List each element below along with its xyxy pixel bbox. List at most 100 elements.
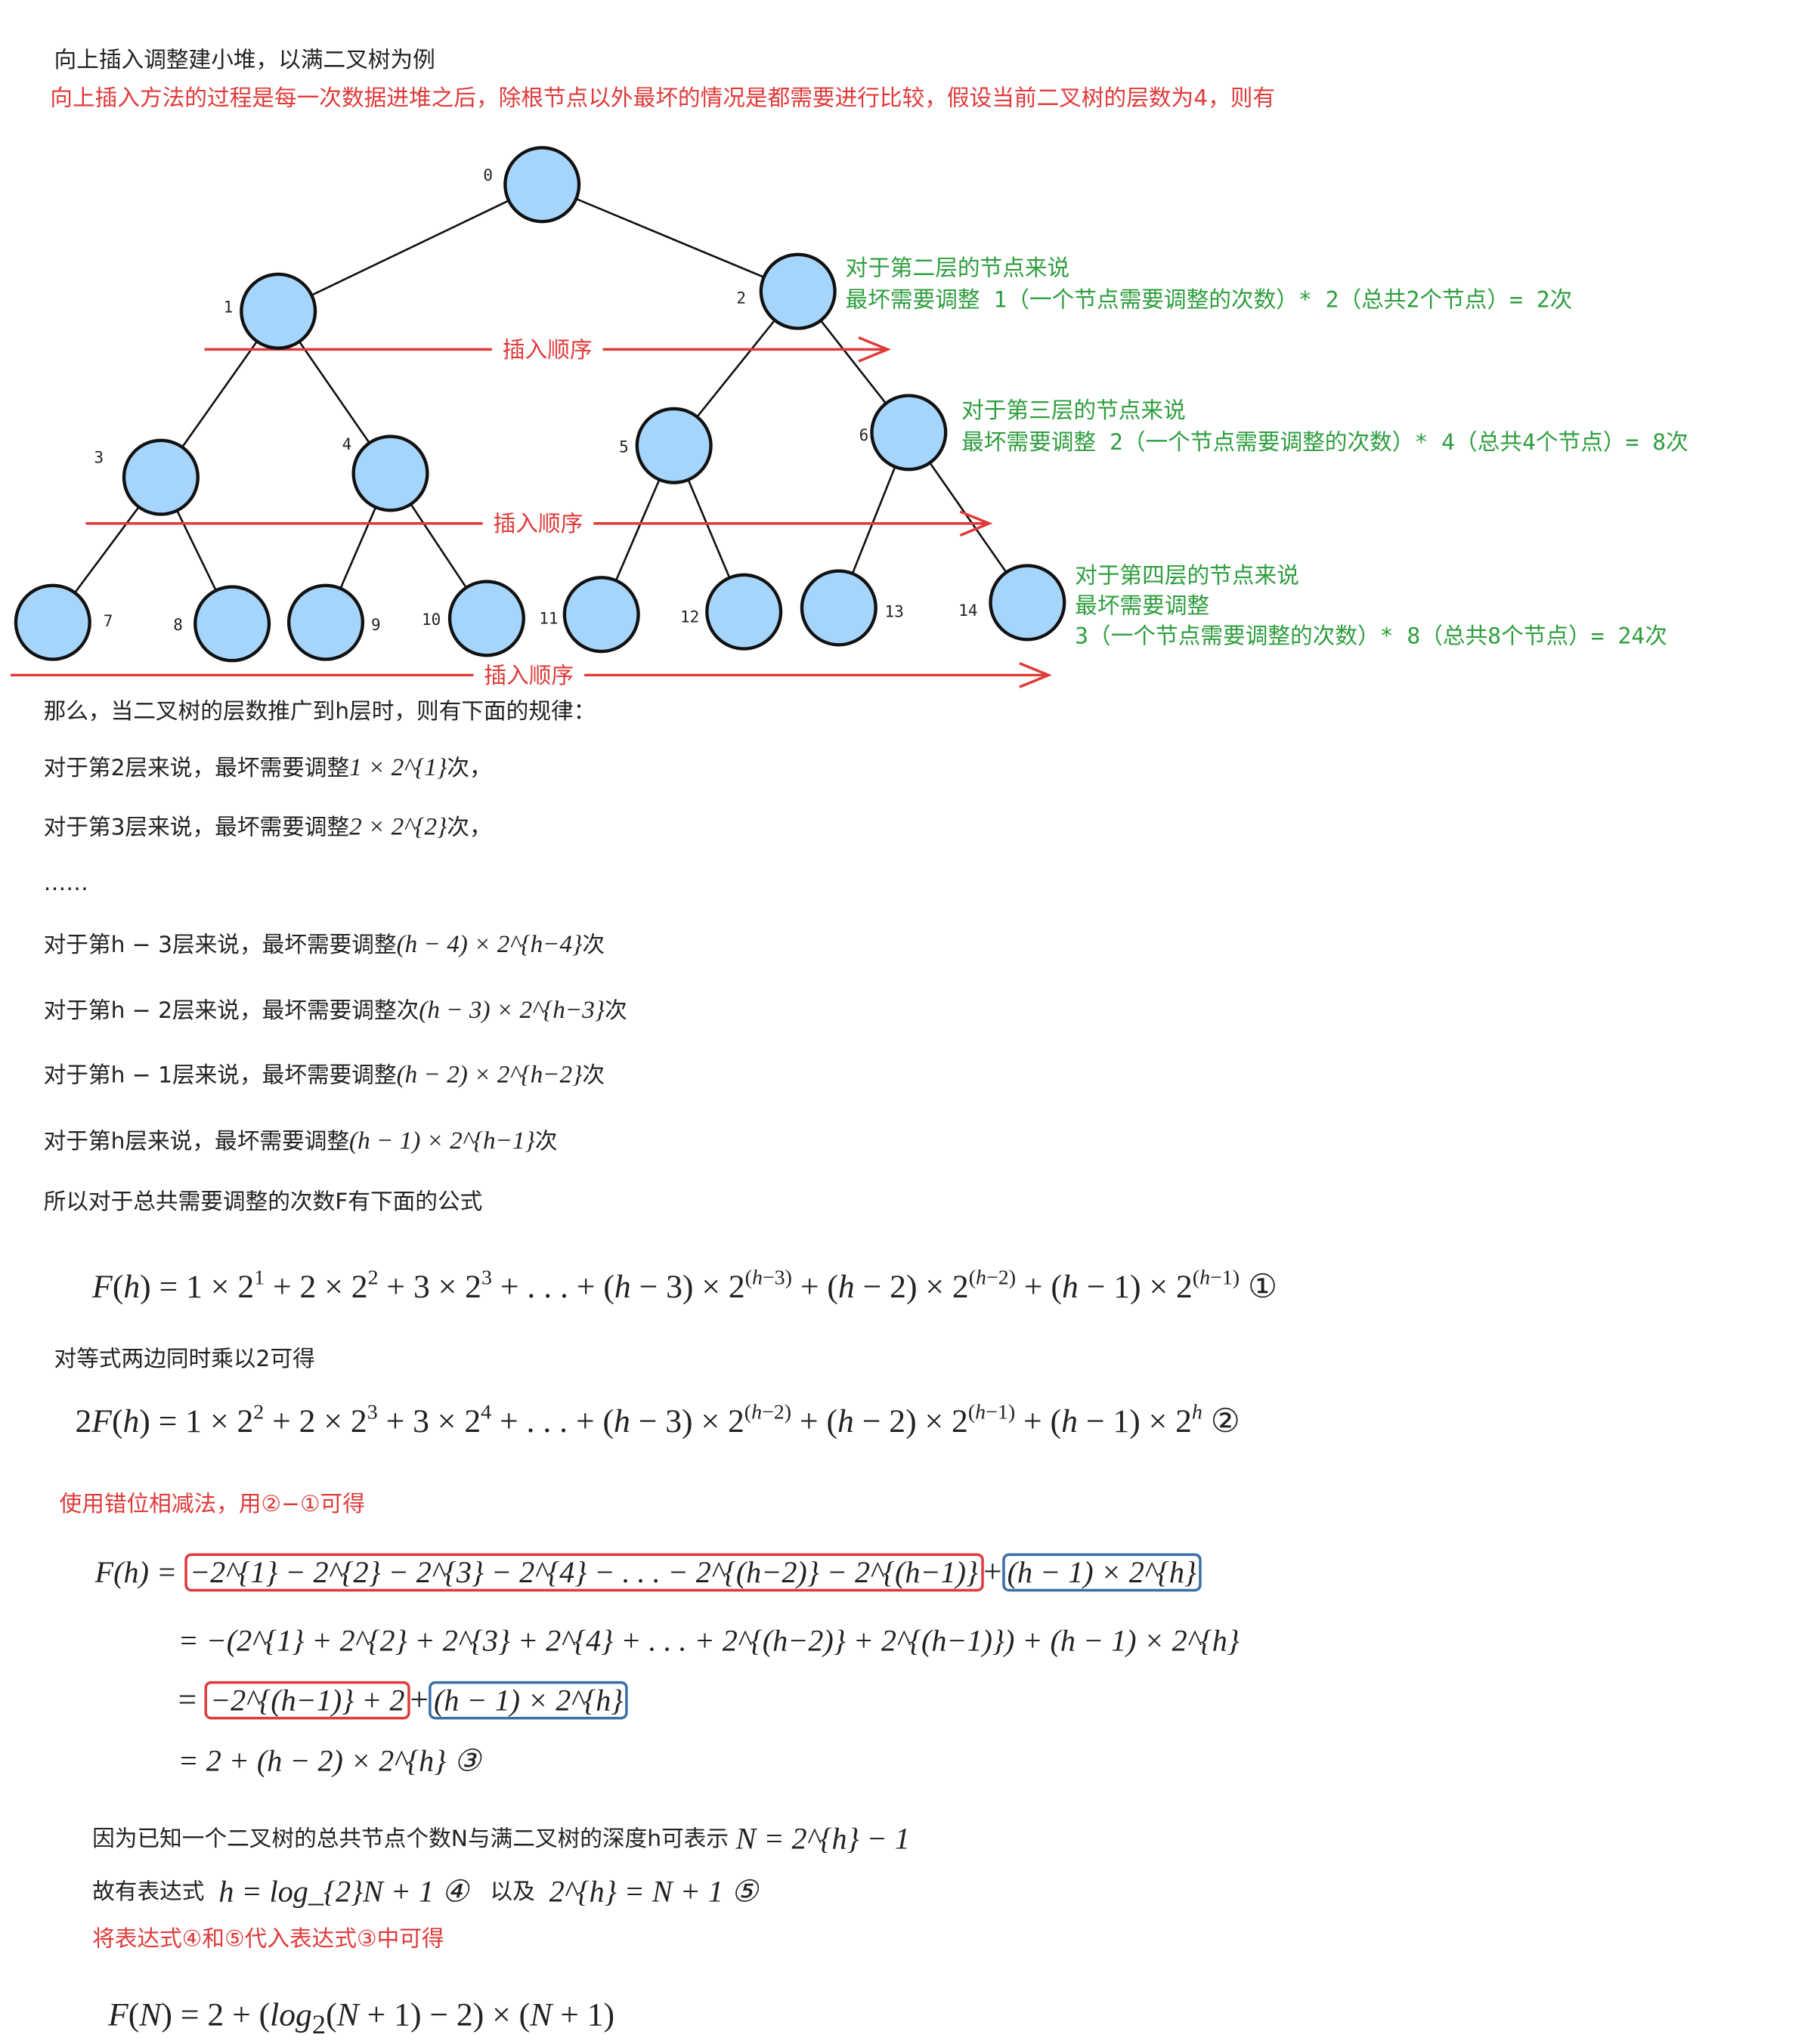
level3-annotation-title: 对于第三层的节点来说 [961, 397, 1186, 425]
node-label: 13 [885, 603, 904, 621]
tree-edge [277, 184, 543, 312]
hence-text: 故有表达式 [92, 1879, 205, 1906]
red-box-result: −2^{(h−1)} + 2 [205, 1681, 410, 1720]
node-label: 4 [342, 435, 352, 453]
insertion-order-label: 插入顺序 [494, 510, 583, 537]
rule-text: 对于第h − 1层来说，最坏需要调整 [43, 1062, 397, 1090]
plus-sign: + [410, 1682, 429, 1718]
tree-node [503, 146, 581, 224]
rule-suffix: 次 [582, 1062, 605, 1090]
insertion-order-label: 插入顺序 [484, 662, 574, 688]
node-label: 3 [94, 448, 104, 466]
level4-annotation-line2: 最坏需要调整 [1075, 593, 1210, 620]
tree-node [989, 564, 1066, 642]
node-label: 14 [958, 601, 977, 620]
rule-math: 2 × 2^{2} [349, 813, 447, 842]
tree-node [286, 583, 365, 661]
node-label: 7 [104, 612, 113, 630]
rule-line: 对于第h − 1层来说，最坏需要调整(h − 2) × 2^{h−2}次 [43, 1061, 605, 1090]
rule-math: (h − 3) × 2^{h−3} [419, 997, 605, 1025]
substitute-note: 将表达式④和⑤代入表达式③中可得 [92, 1926, 444, 1953]
tree-node [562, 576, 640, 654]
level2-annotation-detail: 最坏需要调整 1（一个节点需要调整的次数）* 2（总共2个节点）= 2次 [845, 287, 1573, 314]
rule-text: 对于第2层来说，最坏需要调整 [43, 755, 350, 782]
hence-math-1: h = log_{2}N + 1 ④ [218, 1875, 469, 1909]
rule-suffix: 次， [447, 755, 492, 782]
tree-node [870, 394, 948, 472]
final-formula: F(N) = 2 + (log2(N + 1) − 2) × (N + 1) [108, 1997, 615, 2040]
rule-line: …… [44, 870, 88, 897]
rule-suffix: 次 [534, 1128, 558, 1155]
rule-text: 对于第3层来说，最坏需要调整 [43, 815, 350, 842]
equation-2: 2F(h) = 1 × 22 + 2 × 23 + 3 × 24 + . . .… [75, 1401, 1240, 1440]
insertion-order-label: 插入顺序 [503, 336, 593, 363]
derivation-line-4: = 2 + (h − 2) × 2^{h} ③ [178, 1744, 481, 1778]
derivation-lhs: F(h) = [94, 1556, 185, 1589]
node-label: 5 [619, 438, 629, 456]
node-label: 0 [483, 166, 493, 184]
red-box-sum: −2^{1} − 2^{2} − 2^{3} − 2^{4} − . . . −… [184, 1553, 984, 1592]
rule-line: 对于第h − 3层来说，最坏需要调整(h − 4) × 2^{h−4}次 [44, 932, 605, 959]
intro-title: 向上插入调整建小堆，以满二叉树为例 [54, 47, 435, 74]
rule-math: 1 × 2^{1} [349, 754, 447, 782]
tree-node [759, 252, 837, 330]
known-relation: 因为已知一个二叉树的总共节点个数N与满二叉树的深度h可表示 N = 2^{h} … [92, 1817, 910, 1857]
node-label: 2 [736, 289, 746, 307]
hence-relation: 故有表达式 h = log_{2}N + 1 ④ 以及 2^{h} = N + … [92, 1869, 758, 1909]
rule-text: …… [43, 870, 88, 897]
tree-node [447, 580, 525, 657]
tree-node [122, 438, 200, 516]
arrow-head-icon [858, 336, 891, 363]
tree-node [705, 573, 783, 651]
level3-annotation-detail: 最坏需要调整 2（一个节点需要调整的次数）* 4（总共4个节点）= 8次 [961, 429, 1688, 456]
plus-sign: + [983, 1554, 1002, 1591]
node-label: 6 [859, 426, 869, 444]
tree-node [14, 583, 91, 661]
tree-node [800, 569, 878, 647]
tree-node [351, 434, 429, 512]
derivation-line-1: F(h) = −2^{1} − 2^{2} − 2^{3} − 2^{4} − … [94, 1553, 1202, 1593]
level2-annotation-title: 对于第二层的节点来说 [845, 255, 1070, 283]
known-text: 因为已知一个二叉树的总共节点个数N与满二叉树的深度h可表示 [92, 1826, 729, 1853]
level4-annotation-title: 对于第四层的节点来说 [1075, 563, 1299, 590]
hence-math-2: 2^{h} = N + 1 ⑤ [549, 1875, 758, 1909]
rule-text: 对于第h层来说，最坏需要调整 [43, 1128, 350, 1155]
subtract-note: 使用错位相减法，用②−①可得 [59, 1491, 365, 1518]
node-label: 12 [680, 608, 699, 626]
derivation-line-3: = −2^{(h−1)} + 2+(h − 1) × 2^{h} [178, 1681, 629, 1721]
and-text: 以及 [490, 1879, 535, 1906]
node-label: 9 [371, 616, 381, 634]
rule-math: (h − 1) × 2^{h−1} [349, 1127, 535, 1155]
node-label: 11 [539, 609, 558, 627]
rule-suffix: 次 [605, 997, 627, 1025]
rule-line: 对于第2层来说，最坏需要调整1 × 2^{1}次， [43, 754, 492, 782]
blue-box-term: (h − 1) × 2^{h} [1001, 1553, 1202, 1592]
equation-1: F(h) = 1 × 21 + 2 × 22 + 3 × 23 + . . . … [92, 1266, 1278, 1306]
multiply-note: 对等式两边同时乘以2可得 [54, 1346, 315, 1373]
tree-edge [541, 184, 799, 292]
rule-suffix: 次 [582, 932, 605, 959]
rule-line: 对于第3层来说，最坏需要调整2 × 2^{2}次， [43, 813, 492, 842]
derivation-line-2: = −(2^{1} + 2^{2} + 2^{3} + 2^{4} + . . … [178, 1624, 1240, 1658]
tree-node [635, 407, 713, 484]
rule-text: 对于第h − 3层来说，最坏需要调整 [43, 932, 397, 959]
rule-line: 对于第h层来说，最坏需要调整(h − 1) × 2^{h−1}次 [43, 1127, 558, 1155]
arrow-head-icon [1019, 662, 1052, 688]
formula-intro: 所以对于总共需要调整的次数F有下面的公式 [43, 1189, 483, 1216]
node-label: 8 [173, 616, 183, 634]
equals-sign: = [178, 1682, 206, 1718]
tree-node [193, 585, 271, 663]
known-math: N = 2^{h} − 1 [735, 1822, 910, 1856]
tree-node [240, 272, 317, 350]
node-label: 1 [224, 298, 234, 317]
intro-note: 向上插入方法的过程是每一次数据进堆之后，除根节点以外最坏的情况是都需要进行比较，… [50, 85, 1276, 113]
node-label: 10 [422, 611, 441, 629]
arrow-head-icon [959, 510, 993, 537]
rule-line: 对于第h − 2层来说，最坏需要调整次(h − 3) × 2^{h−3}次 [43, 997, 627, 1025]
rule-text: 对于第h − 2层来说，最坏需要调整次 [43, 997, 419, 1025]
rules-intro: 那么，当二叉树的层数推广到h层时，则有下面的规律： [43, 698, 596, 725]
rule-math: (h − 2) × 2^{h−2} [396, 1061, 583, 1090]
blue-box-term: (h − 1) × 2^{h} [429, 1681, 629, 1720]
